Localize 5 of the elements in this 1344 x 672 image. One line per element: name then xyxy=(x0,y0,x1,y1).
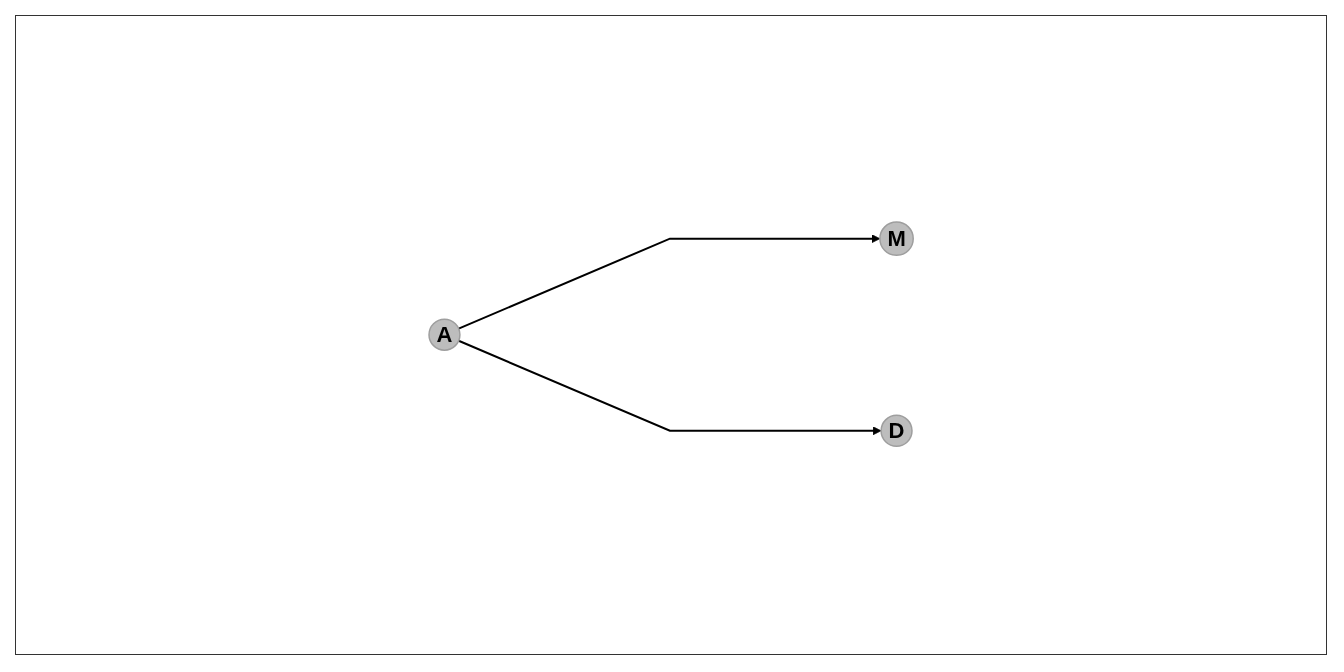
diagram-frame: A M D xyxy=(15,15,1327,655)
node-circle xyxy=(880,414,913,448)
node-circle xyxy=(428,318,461,352)
node-circle xyxy=(879,221,914,257)
arrow xyxy=(457,340,882,436)
